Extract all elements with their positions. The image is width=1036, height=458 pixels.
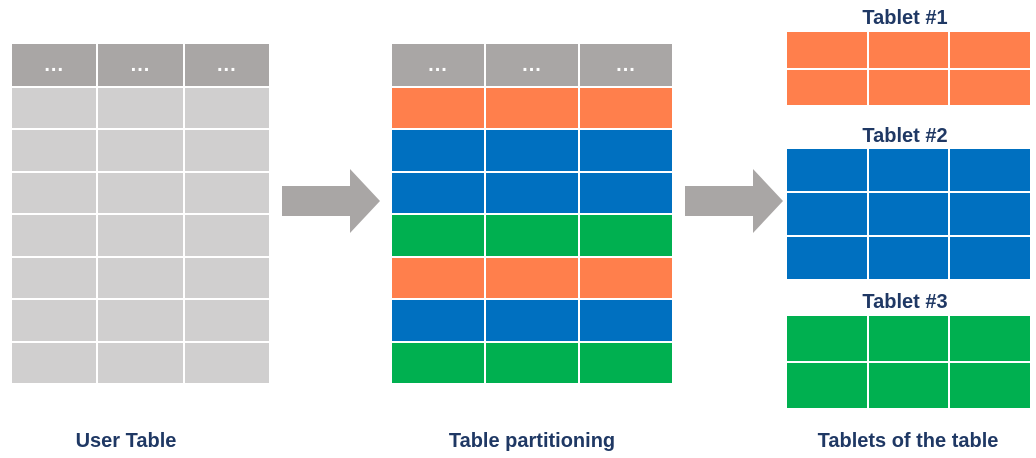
user-table-row-6-cell-1 [12,300,97,341]
user-table-row-2-cell-2 [98,130,183,171]
user-table-row-6-cell-2 [98,300,183,341]
user-table-row-3-cell-2 [98,172,183,214]
user-table-row-2-cell-1 [12,130,97,171]
tablet-1-row-2-cell-1 [787,69,867,105]
user-table-row-1-cell-2 [98,88,183,129]
partition-table-row-4-cell-2 [486,215,578,256]
user-table-header-cell-3: ... [184,44,269,86]
right-arrow-icon [282,169,380,233]
tablet-1-row-1-cell-2 [868,32,949,68]
user-table-row-1-cell-3 [184,88,269,129]
tablet-2-row-3-cell-2 [868,237,949,279]
partition-table-row-6-cell-1 [392,300,484,341]
user-table-row-1-cell-1 [12,88,97,129]
partition-table-row-4-cell-1 [392,215,484,256]
user-table-row-7-cell-2 [98,342,183,383]
tablet-2-row-3-cell-3 [950,237,1030,279]
partition-table-row-5-cell-3 [580,257,672,299]
partition-table-row-6-cell-3 [580,300,672,341]
user-table-row-7-cell-3 [184,342,269,383]
user-table-row-4-cell-1 [12,215,97,256]
tablet-1-row-1-cell-3 [950,32,1030,68]
partition-table-row-1-cell-2 [486,88,578,129]
tablet-3-row-1-cell-1 [787,316,867,361]
tablet-2-row-3-cell-1 [787,237,867,279]
user-table-header-cell-1: ... [12,44,97,86]
tablet-2-row-2-cell-2 [868,193,949,235]
user-table-row-3-cell-1 [12,172,97,214]
partition-table-row-2-cell-2 [486,130,578,171]
partition-table-header-cell-2: ... [486,44,578,86]
user-table-row-4-cell-3 [184,215,269,256]
tablet-1-title: Tablet #1 [862,7,948,29]
tablet-2-row-1-cell-1 [787,149,867,191]
partition-table-row-5-cell-2 [486,257,578,299]
tablet-2-grid [787,149,1030,279]
partition-table-row-4-cell-3 [580,215,672,256]
tablet-2-row-1-cell-2 [868,149,949,191]
partition-table-row-3-cell-2 [486,172,578,214]
partition-table-row-3-cell-1 [392,172,484,214]
partition-table-row-1-cell-3 [580,88,672,129]
tablet-3-grid [787,316,1030,408]
user-table-row-7-cell-1 [12,342,97,383]
partition-table-row-6-cell-2 [486,300,578,341]
tablet-1-row-2-cell-3 [950,69,1030,105]
partition-table: ... ... ... [392,44,672,383]
user-table-row-2-cell-3 [184,130,269,171]
partition-table-row-7-cell-3 [580,342,672,383]
partition-table-row-2-cell-3 [580,130,672,171]
tablet-1-grid [787,32,1030,105]
tablet-2-row-2-cell-3 [950,193,1030,235]
user-table-row-3-cell-3 [184,172,269,214]
partition-table-header-cell-1: ... [392,44,484,86]
partition-table-row-7-cell-2 [486,342,578,383]
tablet-3-row-1-cell-3 [950,316,1030,361]
user-table-caption: User Table [75,430,177,452]
tablet-2-row-1-cell-3 [950,149,1030,191]
partition-table-caption: Table partitioning [448,430,616,452]
user-table-header-cell-2: ... [98,44,183,86]
user-table-row-5-cell-2 [98,257,183,299]
partition-table-row-5-cell-1 [392,257,484,299]
tablet-3-row-1-cell-2 [868,316,949,361]
tablet-3-row-2-cell-3 [950,363,1030,408]
tablet-1-row-1-cell-1 [787,32,867,68]
tablet-2-title: Tablet #2 [862,125,948,147]
partition-table-row-7-cell-1 [392,342,484,383]
user-table-row-5-cell-3 [184,257,269,299]
user-table: ... ... ... [12,44,269,383]
tablet-3-row-2-cell-1 [787,363,867,408]
user-table-row-4-cell-2 [98,215,183,256]
partition-table-row-3-cell-3 [580,172,672,214]
right-arrow-icon [685,169,783,233]
user-table-row-5-cell-1 [12,257,97,299]
partition-table-header-cell-3: ... [580,44,672,86]
partition-table-row-1-cell-1 [392,88,484,129]
user-table-row-6-cell-3 [184,300,269,341]
tablet-2-row-2-cell-1 [787,193,867,235]
tablet-3-title: Tablet #3 [862,291,948,313]
tablet-3-row-2-cell-2 [868,363,949,408]
partition-table-row-2-cell-1 [392,130,484,171]
tablets-caption: Tablets of the table [817,430,999,452]
tablet-1-row-2-cell-2 [868,69,949,105]
